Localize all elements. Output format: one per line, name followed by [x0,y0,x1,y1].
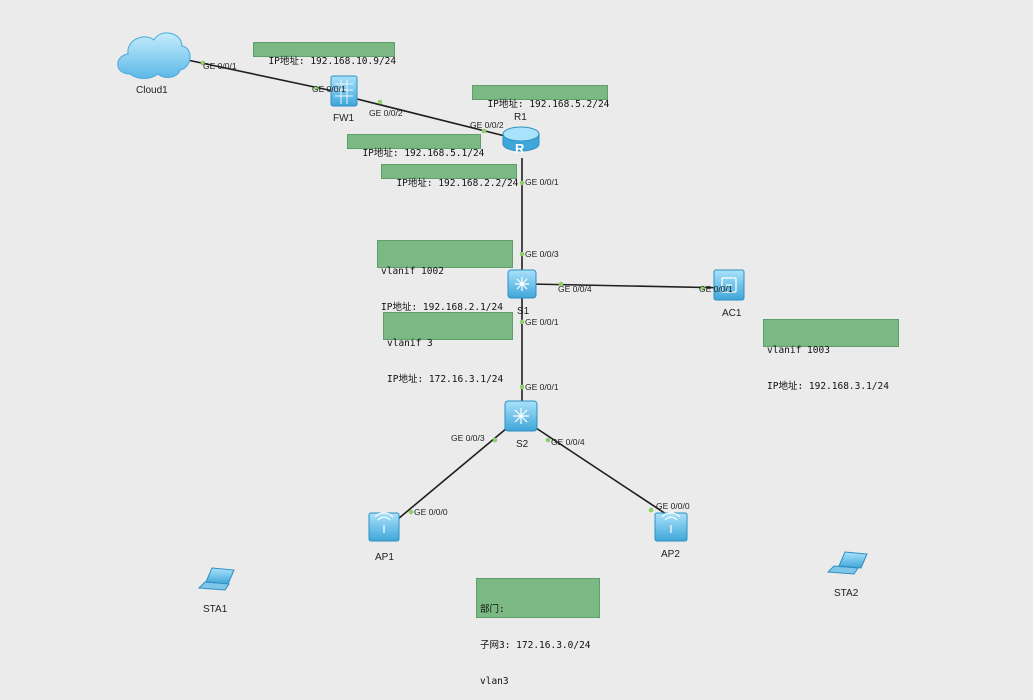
device-label-fw1: FW1 [333,113,355,124]
ip-note-fw1-r1[interactable]: IP地址: 192.168.5.1/24 [347,134,484,159]
port-label: GE 0/0/4 [558,284,592,294]
port-label: GE 0/0/1 [203,61,237,71]
firewall-icon[interactable] [330,75,358,107]
port-label: GE 0/0/1 [525,382,559,392]
link-s1-ac1[interactable] [529,283,731,289]
link-fw1-r1[interactable] [344,95,506,137]
ip-text: IP地址: 192.168.3.1/24 [767,381,889,392]
vlanif-text: vlanif 1003 [767,345,830,356]
port-label: GE 0/0/0 [656,501,690,511]
port-dot [558,281,564,287]
device-label-s1: S1 [517,306,530,317]
link-s2-ap1[interactable] [391,427,508,525]
port-label: GE 0/0/2 [470,120,504,130]
port-label: GE 0/0/1 [525,177,559,187]
ip-note-r1-upstream[interactable]: IP地址: 192.168.5.2/24 [472,85,609,110]
device-label-sta2: STA2 [834,588,859,599]
svg-text:R: R [515,141,525,156]
vlanif-text: vlanif 1002 [381,266,444,277]
device-label-ap2: AP2 [661,549,680,560]
port-dot [519,251,525,257]
router-icon[interactable]: R [502,126,540,156]
ip-text: IP地址: 192.168.5.2/24 [487,99,610,110]
port-dot [519,384,525,390]
switch-icon[interactable] [507,269,537,299]
vlanif-note-s1-1002[interactable]: vlanif 1002 IP地址: 192.168.2.1/24 [377,240,513,313]
port-dot [648,507,654,513]
port-label: GE 0/0/2 [369,108,403,118]
port-label: GE 0/0/3 [451,433,485,443]
port-dot [408,509,414,515]
port-dot [545,437,551,443]
access-point-icon[interactable] [654,512,688,542]
vlan-text: vlan3 [480,676,509,687]
port-dot [377,99,383,105]
port-label: GE 0/0/1 [699,284,733,294]
access-controller-icon[interactable] [713,269,745,301]
port-label: GE 0/0/1 [525,317,559,327]
vlanif-note-ac1[interactable]: vlanif 1003 IP地址: 192.168.3.1/24 [763,319,899,392]
port-dot [519,319,525,325]
link-s2-ap2[interactable] [535,427,667,515]
port-dot [519,180,525,186]
port-label: GE 0/0/3 [525,249,559,259]
device-label-r1: R1 [514,112,527,123]
device-label-ap1: AP1 [375,552,394,563]
device-label-ac1: AC1 [722,308,742,319]
port-dot [481,128,487,134]
port-dot [700,285,706,291]
laptop-icon[interactable] [197,567,235,591]
access-point-icon[interactable] [368,512,400,542]
topology-canvas: Cloud1 FW1 R R1 S1 AC1 S2 AP1 AP2 [117,32,868,615]
ip-note-r1-downstream[interactable]: IP地址: 192.168.2.2/24 [381,164,518,189]
device-label-s2: S2 [516,439,529,450]
ip-text: IP地址: 192.168.2.2/24 [396,178,519,189]
switch-icon[interactable] [504,400,538,432]
port-dot [200,60,206,66]
port-label: GE 0/0/4 [551,437,585,447]
laptop-icon[interactable] [826,551,868,575]
ip-text: IP地址: 192.168.10.9/24 [268,56,397,67]
port-label: GE 0/0/0 [414,507,448,517]
ip-text: IP地址: 192.168.5.1/24 [362,148,485,159]
cloud1-icon[interactable] [117,32,191,79]
vlanif-text: vlanif 3 [387,338,433,349]
device-label-cloud1: Cloud1 [136,85,168,96]
port-dot [313,85,319,91]
port-dot [492,437,498,443]
ip-text: IP地址: 192.168.2.1/24 [381,302,503,313]
vlanif-note-s1-3[interactable]: vlanif 3 IP地址: 172.16.3.1/24 [383,312,513,385]
device-label-sta1: STA1 [203,604,228,615]
port-label: GE 0/0/1 [312,84,346,94]
ip-note-fw1[interactable]: IP地址: 192.168.10.9/24 [253,42,396,67]
department-note[interactable]: 部门: 子网3: 172.16.3.0/24 vlan3 [476,578,600,687]
department-label: 部门: [480,604,505,615]
ip-text: IP地址: 172.16.3.1/24 [387,374,504,385]
